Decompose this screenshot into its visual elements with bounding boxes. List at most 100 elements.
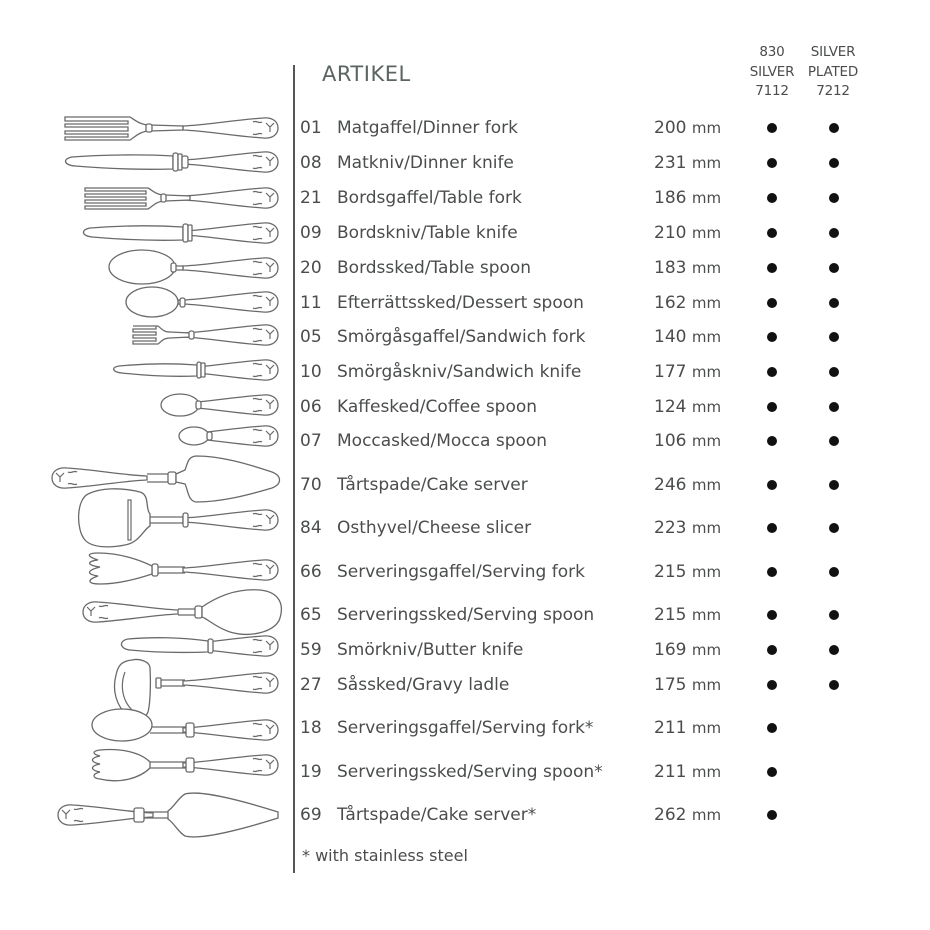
item-number: 66: [300, 562, 322, 582]
vertical-divider: [293, 65, 295, 873]
availability-dot-silver: [767, 610, 777, 620]
table-row: 84 Osthyvel/Cheese slicer 223 mm: [300, 516, 900, 540]
mocca-spoon-icon: [178, 425, 279, 447]
item-length: 177 mm: [654, 362, 722, 382]
item-number: 18: [300, 718, 322, 738]
availability-dot-silver: [767, 523, 777, 533]
item-number: 70: [300, 475, 322, 495]
table-spoon-icon: [108, 249, 279, 285]
availability-dot-silver: [767, 228, 777, 238]
page-title: ARTIKEL: [322, 62, 411, 86]
item-name: Bordskniv/Table knife: [337, 223, 518, 243]
availability-dot-plated: [829, 645, 839, 655]
availability-dot-plated: [829, 193, 839, 203]
table-row: 21 Bordsgaffel/Table fork 186 mm: [300, 186, 900, 210]
cutlery-illustrations: [51, 116, 283, 838]
table-row: 20 Bordssked/Table spoon 183 mm: [300, 256, 900, 280]
table-knife-icon: [82, 222, 279, 244]
item-number: 08: [300, 153, 322, 173]
cake-server-icon: [51, 455, 281, 503]
dinner-knife-icon: [64, 151, 279, 173]
availability-dot-silver: [767, 263, 777, 273]
column-header-line: PLATED: [807, 63, 859, 80]
availability-dot-silver: [767, 567, 777, 577]
footnote: * with stainless steel: [302, 846, 468, 865]
availability-dot-plated: [829, 436, 839, 446]
item-length: 200 mm: [654, 118, 722, 138]
availability-dot-silver: [767, 123, 777, 133]
item-length: 169 mm: [654, 640, 722, 660]
column-header-line: SILVER: [749, 63, 795, 80]
availability-dot-plated: [829, 332, 839, 342]
item-name: Serveringsgaffel/Serving fork: [337, 562, 585, 582]
item-length: 106 mm: [654, 431, 722, 451]
gravy-ladle-icon: [113, 658, 279, 721]
item-length: 186 mm: [654, 188, 722, 208]
item-length: 215 mm: [654, 605, 722, 625]
item-number: 07: [300, 431, 322, 451]
item-length: 175 mm: [654, 675, 722, 695]
table-row: 70 Tårtspade/Cake server 246 mm: [300, 473, 900, 497]
table-row: 19 Serveringssked/Serving spoon* 211 mm: [300, 760, 900, 784]
item-number: 09: [300, 223, 322, 243]
availability-dot-silver: [767, 767, 777, 777]
item-name: Serveringssked/Serving spoon*: [337, 762, 603, 782]
item-length: 124 mm: [654, 397, 722, 417]
table-row: 69 Tårtspade/Cake server* 262 mm: [300, 803, 900, 827]
item-name: Smörgåskniv/Sandwich knife: [337, 362, 582, 382]
coffee-spoon-icon: [160, 393, 279, 417]
item-number: 84: [300, 518, 322, 538]
table-row: 66 Serveringsgaffel/Serving fork 215 mm: [300, 560, 900, 584]
availability-dot-plated: [829, 610, 839, 620]
serving-fork-icon: [88, 552, 279, 585]
item-length: 162 mm: [654, 293, 722, 313]
item-number: 19: [300, 762, 322, 782]
table-fork-icon: [84, 187, 279, 210]
item-name: Bordssked/Table spoon: [337, 258, 532, 278]
item-name: Matkniv/Dinner knife: [337, 153, 514, 173]
table-row: 11 Efterrättssked/Dessert spoon 162 mm: [300, 291, 900, 315]
availability-dot-plated: [829, 680, 839, 690]
item-number: 01: [300, 118, 322, 138]
availability-dot-plated: [829, 402, 839, 412]
availability-dot-plated: [829, 298, 839, 308]
item-length: 262 mm: [654, 805, 722, 825]
availability-dot-silver: [767, 645, 777, 655]
column-header-line: SILVER: [810, 44, 856, 60]
availability-dot-silver: [767, 367, 777, 377]
item-length: 223 mm: [654, 518, 722, 538]
availability-dot-silver: [767, 810, 777, 820]
availability-dot-silver: [767, 723, 777, 733]
butter-knife-icon: [120, 635, 279, 657]
item-number: 65: [300, 605, 322, 625]
availability-dot-plated: [829, 523, 839, 533]
item-number: 11: [300, 293, 322, 313]
item-name: Tårtspade/Cake server: [337, 475, 528, 495]
item-name: Smörkniv/Butter knife: [337, 640, 524, 660]
availability-dot-plated: [829, 123, 839, 133]
availability-dot-plated: [829, 480, 839, 490]
item-name: Osthyvel/Cheese slicer: [337, 518, 532, 538]
availability-dot-silver: [767, 158, 777, 168]
sandwich-fork-icon: [132, 324, 279, 346]
item-name: Såssked/Gravy ladle: [337, 675, 510, 695]
availability-dot-plated: [829, 567, 839, 577]
availability-dot-silver: [767, 480, 777, 490]
serving-fork-steel-icon: [91, 748, 279, 782]
item-number: 05: [300, 327, 322, 347]
item-number: 10: [300, 362, 322, 382]
item-number: 59: [300, 640, 322, 660]
availability-dot-plated: [829, 367, 839, 377]
item-name: Tårtspade/Cake server*: [337, 805, 537, 825]
serving-spoon-steel-icon: [91, 708, 279, 742]
table-row: 18 Serveringsgaffel/Serving fork* 211 mm: [300, 716, 900, 740]
item-name: Efterrättssked/Dessert spoon: [337, 293, 584, 313]
availability-dot-silver: [767, 332, 777, 342]
availability-dot-silver: [767, 680, 777, 690]
availability-dot-silver: [767, 436, 777, 446]
column-header-line: 7212: [816, 83, 850, 99]
item-length: 211 mm: [654, 718, 722, 738]
availability-dot-plated: [829, 228, 839, 238]
item-number: 21: [300, 188, 322, 208]
item-name: Smörgåsgaffel/Sandwich fork: [337, 327, 586, 347]
